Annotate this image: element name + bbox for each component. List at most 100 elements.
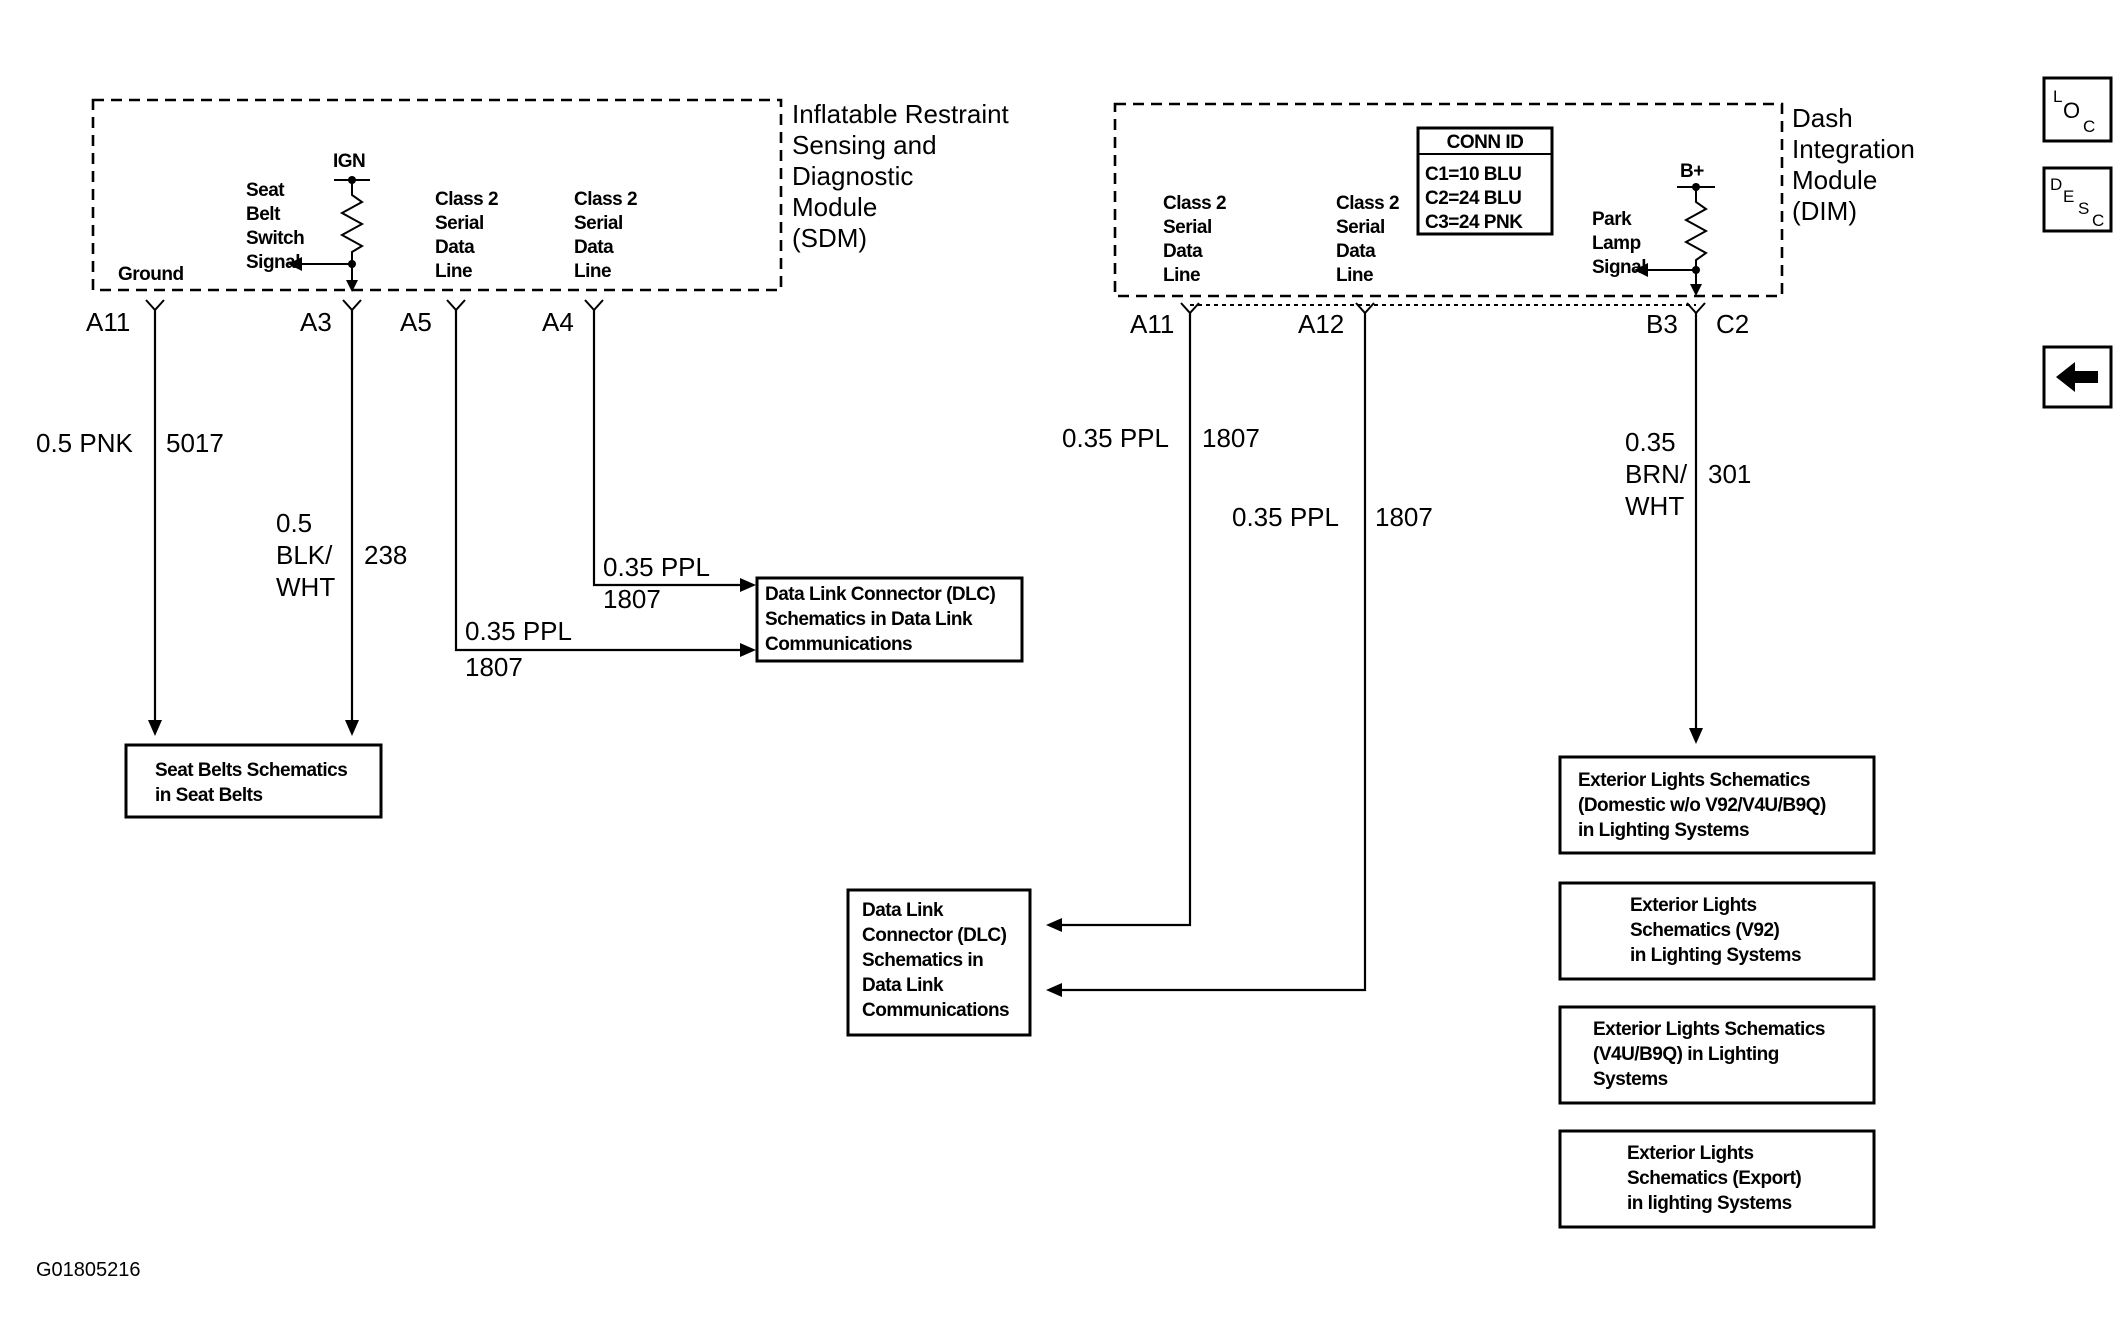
back-button[interactable] <box>2042 345 2113 409</box>
svg-text:Data: Data <box>435 237 475 258</box>
svg-text:(V4U/B9Q) in Lighting: (V4U/B9Q) in Lighting <box>1593 1044 1779 1065</box>
bplus-resistor-symbol <box>1634 183 1715 296</box>
pin-label: C2 <box>1716 309 1749 339</box>
wire-gauge-label: 0.35 PPL <box>465 616 572 646</box>
connector-symbols <box>145 299 604 312</box>
sdm-title-line: Diagnostic <box>792 161 913 191</box>
circuit-number-label: 301 <box>1708 459 1751 489</box>
svg-text:in lighting Systems: in lighting Systems <box>1627 1193 1792 1214</box>
svg-text:Class 2: Class 2 <box>1163 193 1226 214</box>
dim-title-line: (DIM) <box>1792 196 1857 226</box>
circuit-number-label: 1807 <box>603 584 661 614</box>
svg-text:Systems: Systems <box>1593 1069 1668 1090</box>
wire-gauge-label: 0.35 PPL <box>603 552 710 582</box>
circuit-number-label: 1807 <box>465 652 523 682</box>
dim-connector-symbols <box>1180 302 1706 315</box>
svg-text:Switch: Switch <box>246 228 304 249</box>
ref-dlc-sdm[interactable]: Data Link Connector (DLC) Schematics in … <box>755 576 1024 663</box>
svg-text:Connector (DLC): Connector (DLC) <box>862 925 1007 946</box>
pin-label: A3 <box>300 307 332 337</box>
svg-text:in Lighting Systems: in Lighting Systems <box>1630 945 1801 966</box>
svg-text:Class 2: Class 2 <box>574 189 637 210</box>
sdm-module-boundary <box>91 98 783 292</box>
ref-exterior-lights-domestic[interactable]: Exterior Lights Schematics (Domestic w/o… <box>1558 755 1876 855</box>
pin-label: A5 <box>400 307 432 337</box>
svg-text:Data: Data <box>1336 241 1376 262</box>
sdm-title-line: Sensing and <box>792 130 937 160</box>
dim-wires: 0.35 PPL 1807 0.35 PPL 1807 0.35 BRN/ WH… <box>1046 313 1751 997</box>
svg-text:C3=24 PNK: C3=24 PNK <box>1425 212 1523 233</box>
ref-exterior-lights-v4u-b9q[interactable]: Exterior Lights Schematics (V4U/B9Q) in … <box>1558 1005 1876 1105</box>
pin-label: A11 <box>86 307 130 337</box>
park-lamp-signal-label: Park Lamp Signal <box>1592 209 1647 278</box>
pin-label: A4 <box>542 307 574 337</box>
svg-text:Exterior Lights: Exterior Lights <box>1630 895 1757 916</box>
wire-gauge-label: 0.35 <box>1625 427 1676 457</box>
b-plus-label: B+ <box>1680 161 1704 182</box>
ground-label: Ground <box>118 264 184 285</box>
svg-text:Data: Data <box>1163 241 1203 262</box>
svg-text:Exterior Lights: Exterior Lights <box>1627 1143 1754 1164</box>
svg-text:Serial: Serial <box>574 213 623 234</box>
svg-text:Data Link Connector (DLC): Data Link Connector (DLC) <box>765 584 995 605</box>
wire-gauge-label: 0.35 PPL <box>1232 502 1339 532</box>
svg-text:O: O <box>2063 98 2080 123</box>
circuit-number-label: 1807 <box>1202 423 1260 453</box>
wire-gauge-label: 0.5 PNK <box>36 428 133 458</box>
svg-text:(Domestic w/o V92/V4U/B9Q): (Domestic w/o V92/V4U/B9Q) <box>1578 795 1826 816</box>
wire-gauge-label: BRN/ <box>1625 459 1688 489</box>
sdm-title: Inflatable Restraint Sensing and Diagnos… <box>792 99 1010 253</box>
svg-text:Class 2: Class 2 <box>435 189 498 210</box>
svg-text:C2=24 BLU: C2=24 BLU <box>1425 188 1521 209</box>
dim-title-line: Integration <box>1792 134 1915 164</box>
svg-text:Data Link: Data Link <box>862 900 944 921</box>
pin-label: B3 <box>1646 309 1678 339</box>
svg-text:Schematics (Export): Schematics (Export) <box>1627 1168 1801 1189</box>
dim-title-line: Dash <box>1792 103 1853 133</box>
dim-module: Dash Integration Module (DIM) CONN ID C1… <box>1113 102 1915 339</box>
class2-a5-label: Class 2 Serial Data Line <box>435 189 499 282</box>
svg-text:C: C <box>2092 211 2104 230</box>
wire-gauge-label: 0.35 PPL <box>1062 423 1169 453</box>
wire-dim-a11 <box>1058 313 1192 927</box>
sdm-title-line: Inflatable Restraint <box>792 99 1010 129</box>
svg-text:Seat Belts Schematics: Seat Belts Schematics <box>155 760 347 781</box>
svg-text:Line: Line <box>1163 265 1200 286</box>
class2-a4-label: Class 2 Serial Data Line <box>574 189 638 282</box>
svg-text:Exterior Lights Schematics: Exterior Lights Schematics <box>1593 1019 1825 1040</box>
wire-gauge-label: 0.5 <box>276 508 312 538</box>
ign-label: IGN <box>333 151 365 172</box>
svg-text:Serial: Serial <box>1163 217 1212 238</box>
svg-text:D: D <box>2050 175 2062 194</box>
desc-button[interactable]: D E S C <box>2042 166 2113 233</box>
ref-seat-belts[interactable]: Seat Belts Schematics in Seat Belts <box>124 743 383 819</box>
svg-text:Lamp: Lamp <box>1592 233 1641 254</box>
ign-resistor-symbol <box>288 176 370 292</box>
svg-text:Serial: Serial <box>1336 217 1385 238</box>
pin-label: A11 <box>1130 309 1174 339</box>
svg-text:Serial: Serial <box>435 213 484 234</box>
ref-dlc-dim[interactable]: Data Link Connector (DLC) Schematics in … <box>846 888 1032 1037</box>
svg-text:in Lighting Systems: in Lighting Systems <box>1578 820 1749 841</box>
wire-gauge-label: BLK/ <box>276 540 333 570</box>
svg-text:Signal: Signal <box>1592 257 1646 278</box>
svg-text:C: C <box>2083 117 2095 136</box>
ref-exterior-lights-v92[interactable]: Exterior Lights Schematics (V92) in Ligh… <box>1558 881 1876 981</box>
sdm-title-line: Module <box>792 192 877 222</box>
sdm-module: Inflatable Restraint Sensing and Diagnos… <box>86 98 1010 337</box>
figure-id: G01805216 <box>36 1259 141 1281</box>
loc-button[interactable]: L O C <box>2042 76 2113 143</box>
sdm-wires: 0.5 PNK 5017 0.5 BLK/ WHT 238 0.35 PPL 1… <box>36 310 756 736</box>
circuit-number-label: 238 <box>364 540 407 570</box>
wire-a5 <box>454 310 744 652</box>
svg-text:Line: Line <box>574 261 611 282</box>
svg-text:Communications: Communications <box>862 1000 1009 1021</box>
svg-text:Seat: Seat <box>246 180 285 201</box>
svg-text:Line: Line <box>1336 265 1373 286</box>
dim-module-boundary <box>1113 102 1784 298</box>
ref-exterior-lights-export[interactable]: Exterior Lights Schematics (Export) in l… <box>1558 1129 1876 1229</box>
svg-text:Line: Line <box>435 261 472 282</box>
svg-text:L: L <box>2053 87 2062 106</box>
svg-text:CONN ID: CONN ID <box>1447 132 1524 153</box>
